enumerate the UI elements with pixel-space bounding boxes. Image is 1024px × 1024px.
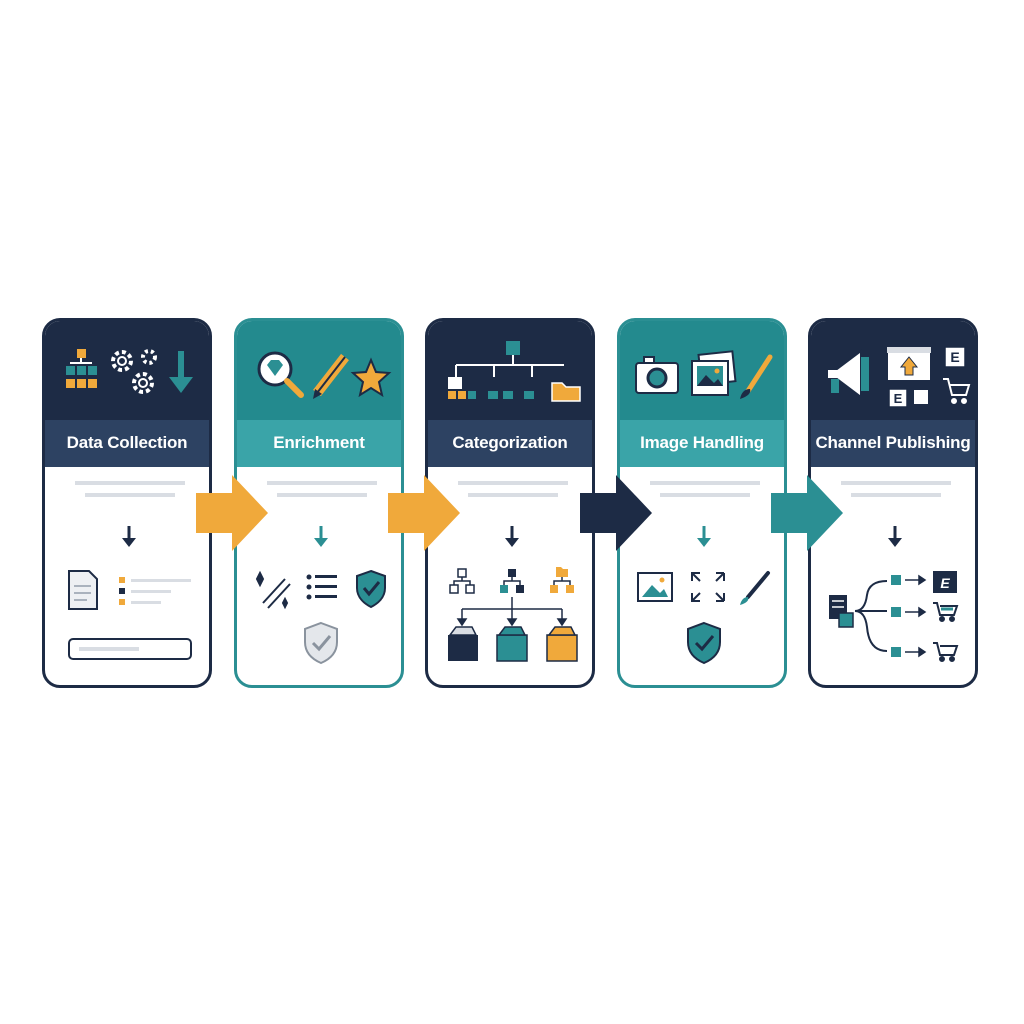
badge-letter: E <box>950 349 959 365</box>
stage-title-bar <box>811 420 975 467</box>
paintbrush-icon <box>740 571 770 605</box>
stage-title-bar <box>428 420 592 467</box>
stage-title: Image Handling <box>640 433 764 452</box>
expand-icon <box>691 572 725 602</box>
star-icon <box>350 357 392 398</box>
document-icon <box>68 570 98 610</box>
shopping-cart-icon <box>912 378 971 406</box>
hierarchy-icon <box>550 567 574 593</box>
flow-arrow-icon <box>771 475 843 551</box>
flow-arrow-icon <box>580 475 652 551</box>
org-chart-icon <box>448 341 564 399</box>
hierarchy-icon <box>500 569 524 593</box>
stage-title: Enrichment <box>273 433 365 452</box>
stage-card-data-collection: Data Collection <box>42 318 212 688</box>
stage-illustration <box>255 351 392 665</box>
boxes-icon <box>448 626 578 662</box>
download-arrow-icon <box>169 351 193 393</box>
shopping-cart-icon <box>933 602 959 622</box>
shield-check-icon <box>687 621 721 665</box>
stage-illustration <box>448 341 581 662</box>
flow-arrow-icon <box>388 475 460 551</box>
stage-title: Channel Publishing <box>815 433 971 452</box>
image-icon <box>637 572 673 602</box>
badge-letter: E <box>894 391 903 406</box>
shield-check-icon <box>304 621 338 665</box>
badge-letter: E <box>940 575 950 591</box>
stage-card-channel-publishing: E E <box>808 318 978 688</box>
folder-icon <box>551 382 581 402</box>
stage-card-categorization: Categorization <box>425 318 595 688</box>
storefront-badge-icon: E E <box>888 346 966 408</box>
stage-illustration: E E <box>826 346 971 662</box>
sparkle-pencil-icon <box>255 570 291 610</box>
stage-card-image-handling: Image Handling <box>617 318 787 688</box>
photos-icon <box>691 350 737 396</box>
hierarchy-icon <box>449 568 475 594</box>
megaphone-icon <box>826 349 869 399</box>
checklist-icon <box>119 577 191 605</box>
browser-upload-icon <box>886 346 932 382</box>
stage-title-bar <box>237 420 401 467</box>
diamond-magnifier-icon <box>257 351 304 398</box>
stage-title-bar <box>45 420 209 467</box>
camera-icon <box>635 356 679 394</box>
flow-arrow-icon <box>196 475 268 551</box>
shopping-bag-icon: E <box>933 571 957 593</box>
stage-illustration <box>635 350 773 665</box>
pencil-icon <box>313 353 349 399</box>
hierarchy-icon <box>66 349 97 388</box>
stage-title: Categorization <box>452 433 568 452</box>
stage-card-enrichment: Enrichment <box>234 318 404 688</box>
shield-check-icon <box>356 569 386 609</box>
stage-title: Data Collection <box>66 433 188 452</box>
shopping-cart-icon <box>933 642 959 662</box>
document-icon <box>829 595 854 628</box>
list-icon <box>306 574 337 600</box>
gears-icon <box>111 349 157 394</box>
stage-illustration <box>66 349 193 660</box>
paintbrush-icon <box>740 354 773 399</box>
stage-title-bar <box>620 420 784 467</box>
